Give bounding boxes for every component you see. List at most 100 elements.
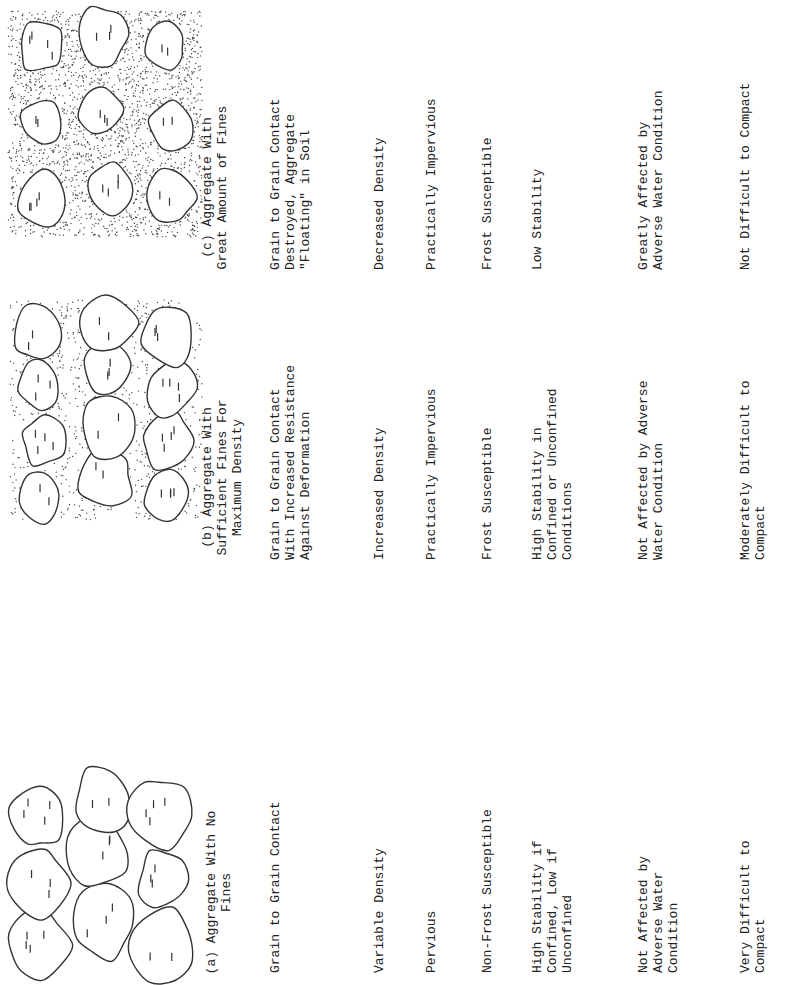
fine-particle (150, 144, 151, 145)
fine-particle (58, 406, 59, 407)
fine-particle (82, 500, 83, 501)
fine-particle (72, 92, 73, 93)
fine-particle (131, 392, 132, 393)
stone-hatch (28, 342, 29, 350)
fine-particle (129, 394, 130, 395)
fine-particle (60, 474, 61, 475)
fine-particle (192, 229, 193, 230)
fine-particle (128, 132, 129, 133)
fine-particle (64, 222, 65, 223)
fine-particle (86, 383, 87, 384)
fine-particle (171, 231, 172, 232)
fine-particle (193, 19, 194, 20)
aggregate-stone (144, 469, 188, 521)
fine-particle (192, 225, 193, 226)
fine-particle (161, 163, 162, 164)
fine-particle (59, 350, 60, 351)
fine-particle (190, 425, 191, 426)
fine-particle (199, 155, 200, 156)
fine-particle (68, 21, 69, 22)
fine-particle (145, 119, 146, 120)
stone-hatch (164, 798, 165, 806)
stone-hatch (37, 446, 38, 454)
aggregate-stone (83, 396, 135, 460)
fine-particle (28, 300, 29, 301)
fine-particle (84, 74, 85, 75)
fine-particle (15, 40, 16, 41)
fine-particle (56, 229, 57, 230)
stone-hatch (169, 378, 170, 386)
fine-particle (16, 301, 17, 302)
fine-particle (127, 41, 128, 42)
fine-particle (135, 50, 136, 51)
fine-particle (136, 230, 137, 231)
fine-particle (58, 415, 59, 416)
fine-particle (145, 13, 146, 14)
fine-particle (157, 146, 158, 147)
fine-particle (10, 307, 11, 308)
stone-hatch (38, 374, 39, 382)
stone-hatch (150, 953, 151, 961)
fine-particle (146, 317, 147, 318)
fine-particle (133, 203, 134, 204)
fine-particle (78, 385, 79, 386)
fine-particle (137, 101, 138, 102)
fine-particle (134, 67, 135, 68)
fine-particle (74, 30, 75, 31)
fine-particle (157, 236, 158, 237)
fine-particle (86, 447, 87, 448)
fine-particle (16, 501, 17, 502)
fine-particle (136, 404, 137, 405)
fine-particle (106, 135, 107, 136)
fine-particle (171, 86, 172, 87)
fine-particle (48, 156, 49, 157)
fine-particle (89, 206, 90, 207)
fine-particle (119, 130, 120, 131)
fine-particle (61, 393, 62, 394)
fine-particle (143, 41, 144, 42)
fine-particle (24, 96, 25, 97)
aggregate-stone (22, 415, 66, 467)
fine-particle (72, 15, 73, 16)
fine-particle (75, 389, 76, 390)
fine-particle (97, 157, 98, 158)
fine-particle (129, 13, 130, 14)
fine-particle (57, 160, 58, 161)
fine-particle (47, 229, 48, 230)
fine-particle (68, 338, 69, 339)
fine-particle (135, 136, 136, 137)
fine-particle (194, 488, 195, 489)
fine-particle (72, 45, 73, 46)
fine-particle (74, 216, 75, 217)
fine-particle (86, 350, 87, 351)
fine-particle (67, 303, 68, 304)
fine-particle (193, 230, 194, 231)
fine-particle (171, 12, 172, 13)
aggregate-figure (9, 295, 202, 524)
fine-particle (151, 310, 152, 311)
fine-particle (61, 315, 62, 316)
fine-particle (113, 90, 114, 91)
fine-particle (77, 308, 78, 309)
fine-particle (142, 361, 143, 362)
fine-particle (72, 302, 73, 303)
fine-particle (94, 514, 95, 515)
fine-particle (21, 96, 22, 97)
fine-particle (50, 148, 51, 149)
fine-particle (196, 221, 197, 222)
fine-particle (132, 111, 133, 112)
fine-particle (102, 137, 103, 138)
fine-particle (137, 367, 138, 368)
fine-particle (193, 86, 194, 87)
fine-particle (131, 21, 132, 22)
fine-particle (195, 515, 196, 516)
fine-particle (197, 57, 198, 58)
fine-particle (69, 147, 70, 148)
fine-particle (62, 67, 63, 68)
fine-particle (95, 517, 96, 518)
fine-particle (94, 505, 95, 506)
fine-particle (143, 306, 144, 307)
fine-particle (78, 514, 79, 515)
fine-particle (10, 399, 11, 400)
fine-particle (65, 479, 66, 480)
